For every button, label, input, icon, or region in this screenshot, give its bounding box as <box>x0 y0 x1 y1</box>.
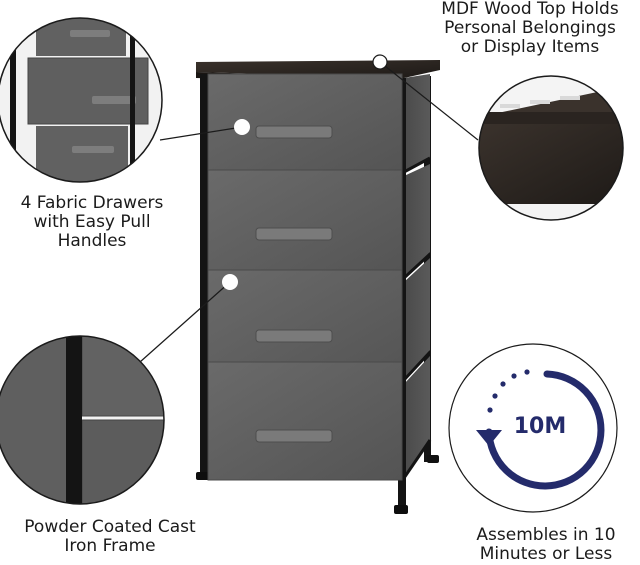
drawer-1 <box>207 73 403 175</box>
leader-line-top <box>379 61 479 141</box>
assembly-badge: 10M <box>448 343 618 513</box>
zoom-circle-wood-top <box>478 75 624 221</box>
circular-arrow-icon <box>476 369 605 490</box>
callout-wood-top: MDF Wood Top Holds Personal Belongings o… <box>420 0 640 57</box>
drawer-handle <box>255 125 333 139</box>
marker-dot-frame <box>222 274 238 290</box>
drawer-2 <box>207 169 403 279</box>
marker-dot-top <box>372 54 388 70</box>
callout-iron-frame: Powder Coated Cast Iron Frame <box>0 518 220 556</box>
marker-dot-drawer <box>234 119 250 135</box>
callout-line: Powder Coated Cast <box>24 517 196 537</box>
callout-line: Personal Belongings <box>444 18 616 38</box>
callout-line: Iron Frame <box>64 536 156 556</box>
callout-line: Assembles in 10 <box>476 525 616 545</box>
callout-fabric-drawers: 4 Fabric Drawers with Easy Pull Handles <box>0 194 184 251</box>
drawer-handle <box>255 329 333 343</box>
zoom-circle-drawers <box>0 17 163 183</box>
callout-line: Handles <box>57 231 127 251</box>
side-panel <box>404 258 430 380</box>
foot-back-right <box>427 455 439 463</box>
callout-assembly: Assembles in 10 Minutes or Less <box>452 526 640 564</box>
frame-leg-front-left <box>200 74 208 476</box>
callout-line: Minutes or Less <box>479 544 613 564</box>
leader-line-drawer <box>159 126 243 141</box>
assembly-time-text: 10M <box>514 414 567 439</box>
side-panel <box>404 74 430 172</box>
drawer-handle <box>255 429 333 443</box>
callout-line: MDF Wood Top Holds <box>441 0 619 19</box>
leader-line-frame <box>139 281 231 363</box>
callout-line: with Easy Pull <box>33 212 151 232</box>
callout-line: or Display Items <box>460 37 600 57</box>
drawer-4 <box>207 361 403 481</box>
zoom-circle-frame <box>0 335 165 505</box>
drawer-handle <box>255 227 333 241</box>
callout-line: 4 Fabric Drawers <box>20 193 164 213</box>
foot-front-right <box>394 505 408 514</box>
foot-front-left <box>196 472 210 480</box>
side-panel <box>404 164 430 278</box>
